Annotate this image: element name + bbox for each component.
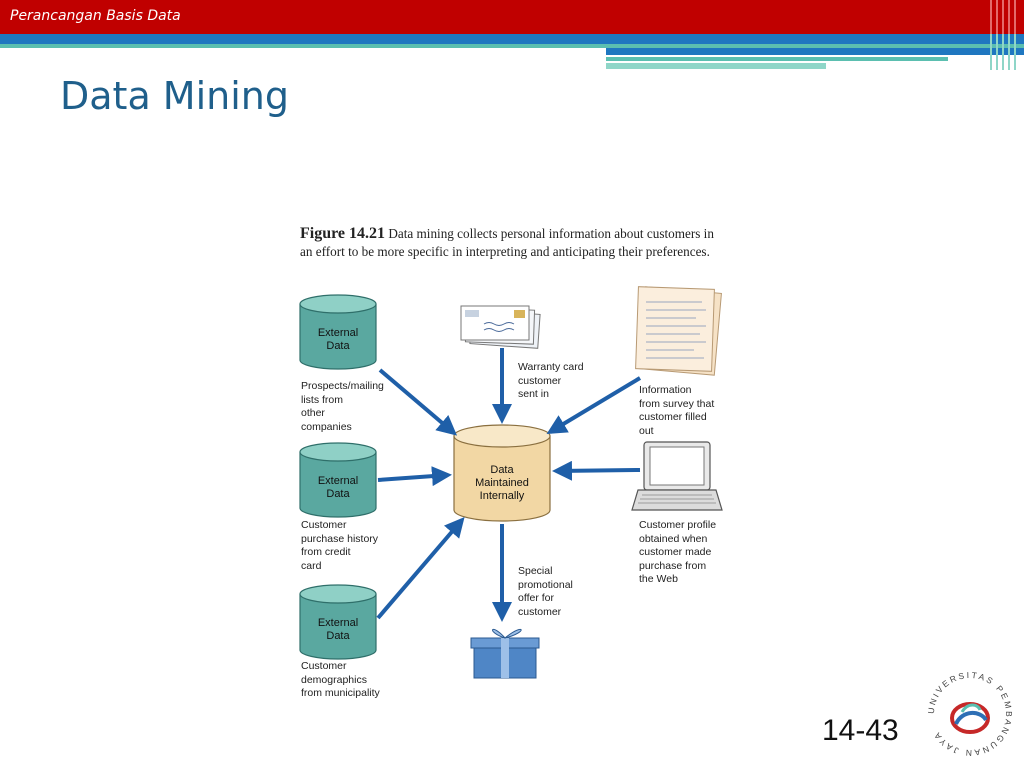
figure-diagram: External Data External Data External Dat… [299, 286, 723, 679]
center-db: Data Maintained Internally [453, 424, 551, 522]
arrow-db3-to-center [376, 516, 465, 620]
figure-caption-text: Data mining collects personal informatio… [300, 226, 714, 259]
header-band-right-teal [606, 57, 948, 61]
header-band-teal [0, 44, 1024, 48]
center-db-line2: Maintained [475, 477, 529, 489]
figure-14-21: Figure 14.21 Data mining collects person… [296, 220, 736, 700]
external-db-3: External Data [299, 584, 377, 660]
arrow-db2-to-center [377, 466, 452, 487]
course-title: Perancangan Basis Data [10, 8, 181, 24]
db1-line2: Data [326, 340, 350, 352]
db2-line2: Data [326, 488, 350, 500]
figure-number: Figure 14.21 [300, 225, 386, 242]
external-db-1: External Data [299, 294, 377, 370]
label-special-offer: Special promotional offer for customer [518, 565, 573, 618]
label-warranty: Warranty card customer sent in [518, 361, 584, 400]
arrow-db1-to-center [378, 368, 458, 436]
header-band-blue [0, 34, 1024, 44]
university-logo: UNIVERSITAS PEMBANGUNAN JAYA [920, 664, 1020, 764]
label-purchase-history: Customer purchase history from credit ca… [301, 519, 379, 572]
center-db-line1: Data [490, 464, 514, 476]
label-prospects: Prospects/mailing lists from other compa… [301, 380, 384, 433]
header-stripes [990, 0, 1016, 34]
label-customer-profile: Customer profile obtained when customer … [639, 519, 717, 585]
flow-arrows [376, 348, 642, 622]
gift-icon [470, 628, 540, 679]
external-db-2: External Data [299, 442, 377, 518]
arrow-profile-to-center [552, 460, 641, 481]
header-band-right-blue [606, 48, 1024, 55]
survey-form-icon [635, 286, 722, 376]
header-right-lines [990, 34, 1016, 70]
header-band-right-light [606, 63, 826, 69]
db3-line1: External [318, 617, 358, 629]
db3-line2: Data [326, 630, 350, 642]
warranty-card-icon [460, 305, 541, 349]
laptop-icon [631, 441, 723, 511]
slide-title: Data Mining [60, 74, 290, 118]
arrow-survey-to-center [546, 376, 642, 435]
db2-line1: External [318, 475, 358, 487]
page-number: 14-43 [822, 714, 899, 747]
center-db-line3: Internally [480, 490, 525, 502]
header-bar: Perancangan Basis Data [0, 0, 1024, 34]
db1-line1: External [318, 327, 358, 339]
label-demographics: Customer demographics from municipality [301, 660, 380, 699]
label-survey: Information from survey that customer fi… [639, 384, 715, 437]
figure-caption: Figure 14.21 Data mining collects person… [300, 225, 720, 261]
